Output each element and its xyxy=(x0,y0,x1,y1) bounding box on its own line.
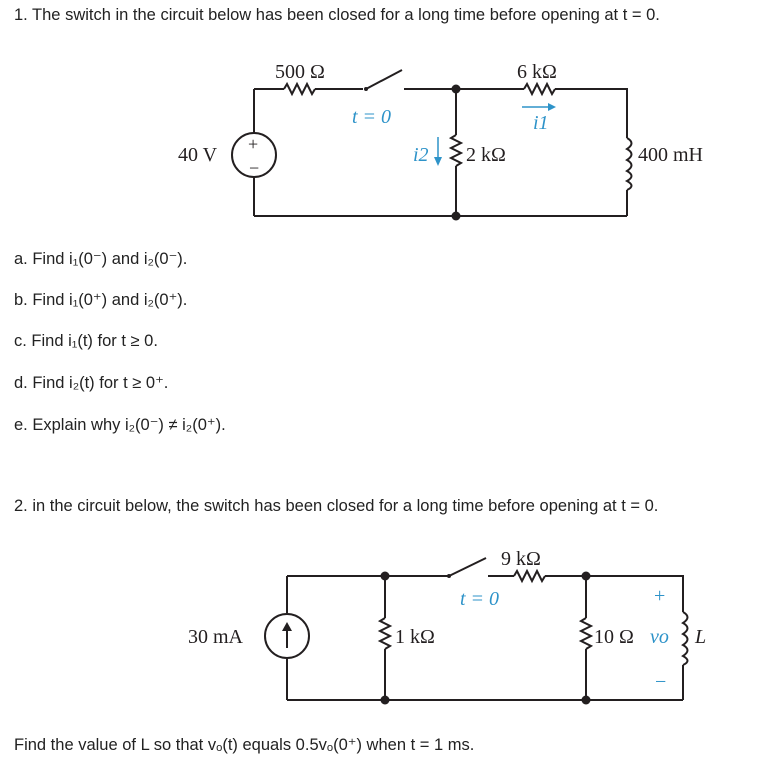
label-40v: 40 V xyxy=(178,144,218,166)
problem2-question: Find the value of L so that vₒ(t) equals… xyxy=(14,736,475,754)
resistor-1k xyxy=(377,617,393,650)
resistor-9k xyxy=(513,568,546,584)
label-2k-ohm: 2 kΩ xyxy=(466,144,506,166)
circuit-2-wires xyxy=(286,557,689,705)
problem1-part-a: a. Find i₁(0⁻) and i₂(0⁻). xyxy=(14,250,188,268)
resistor-500-ohm xyxy=(283,81,316,97)
switch-2 xyxy=(448,557,487,577)
node-2-bottom-right xyxy=(581,695,591,705)
label-1k-ohm: 1 kΩ xyxy=(395,626,435,648)
current-source-30ma xyxy=(264,613,310,659)
label-vo-minus: − xyxy=(655,671,666,693)
problem2-statement: 2. in the circuit below, the switch has … xyxy=(14,497,659,515)
label-vo: vo xyxy=(650,626,669,648)
voltage-source-40v: + − xyxy=(231,132,277,178)
label-vo-plus: + xyxy=(654,585,665,607)
label-500-ohm: 500 Ω xyxy=(275,61,325,83)
problem1-part-e: e. Explain why i₂(0⁻) ≠ i₂(0⁺). xyxy=(14,416,226,434)
switch-1 xyxy=(365,69,403,90)
label-switch-1-time: t = 0 xyxy=(352,106,391,128)
label-switch-2-time: t = 0 xyxy=(460,588,499,610)
label-i2: i2 xyxy=(413,144,429,166)
i1-arrowhead xyxy=(548,103,556,111)
resistor-2k xyxy=(448,134,464,167)
source-plus-sign: + xyxy=(248,134,258,154)
label-inductor-l: L xyxy=(694,626,706,648)
i2-arrowhead xyxy=(434,157,442,166)
label-9k-ohm: 9 kΩ xyxy=(501,548,541,570)
resistor-6k xyxy=(523,81,556,97)
resistor-10-ohm xyxy=(578,617,594,650)
inductor-l xyxy=(681,611,689,666)
node-1-bottom xyxy=(451,211,461,221)
label-6k-ohm: 6 kΩ xyxy=(517,61,557,83)
problem1-part-d: d. Find i₂(t) for t ≥ 0⁺. xyxy=(14,374,169,392)
source-minus-sign: − xyxy=(249,158,259,178)
label-400mh: 400 mH xyxy=(638,144,703,166)
problem1-part-c: c. Find i₁(t) for t ≥ 0. xyxy=(14,332,158,350)
label-30ma: 30 mA xyxy=(188,626,244,648)
label-10-ohm: 10 Ω xyxy=(594,626,634,648)
label-i1: i1 xyxy=(533,112,549,134)
current-source-arrow-icon xyxy=(282,622,292,631)
inductor-400mh xyxy=(624,137,633,191)
node-2-bottom-left xyxy=(380,695,390,705)
problem1-statement: 1. The switch in the circuit below has b… xyxy=(14,6,660,24)
problem1-part-b: b. Find i₁(0⁺) and i₂(0⁺). xyxy=(14,291,188,309)
circuit-1-wires xyxy=(253,69,633,221)
